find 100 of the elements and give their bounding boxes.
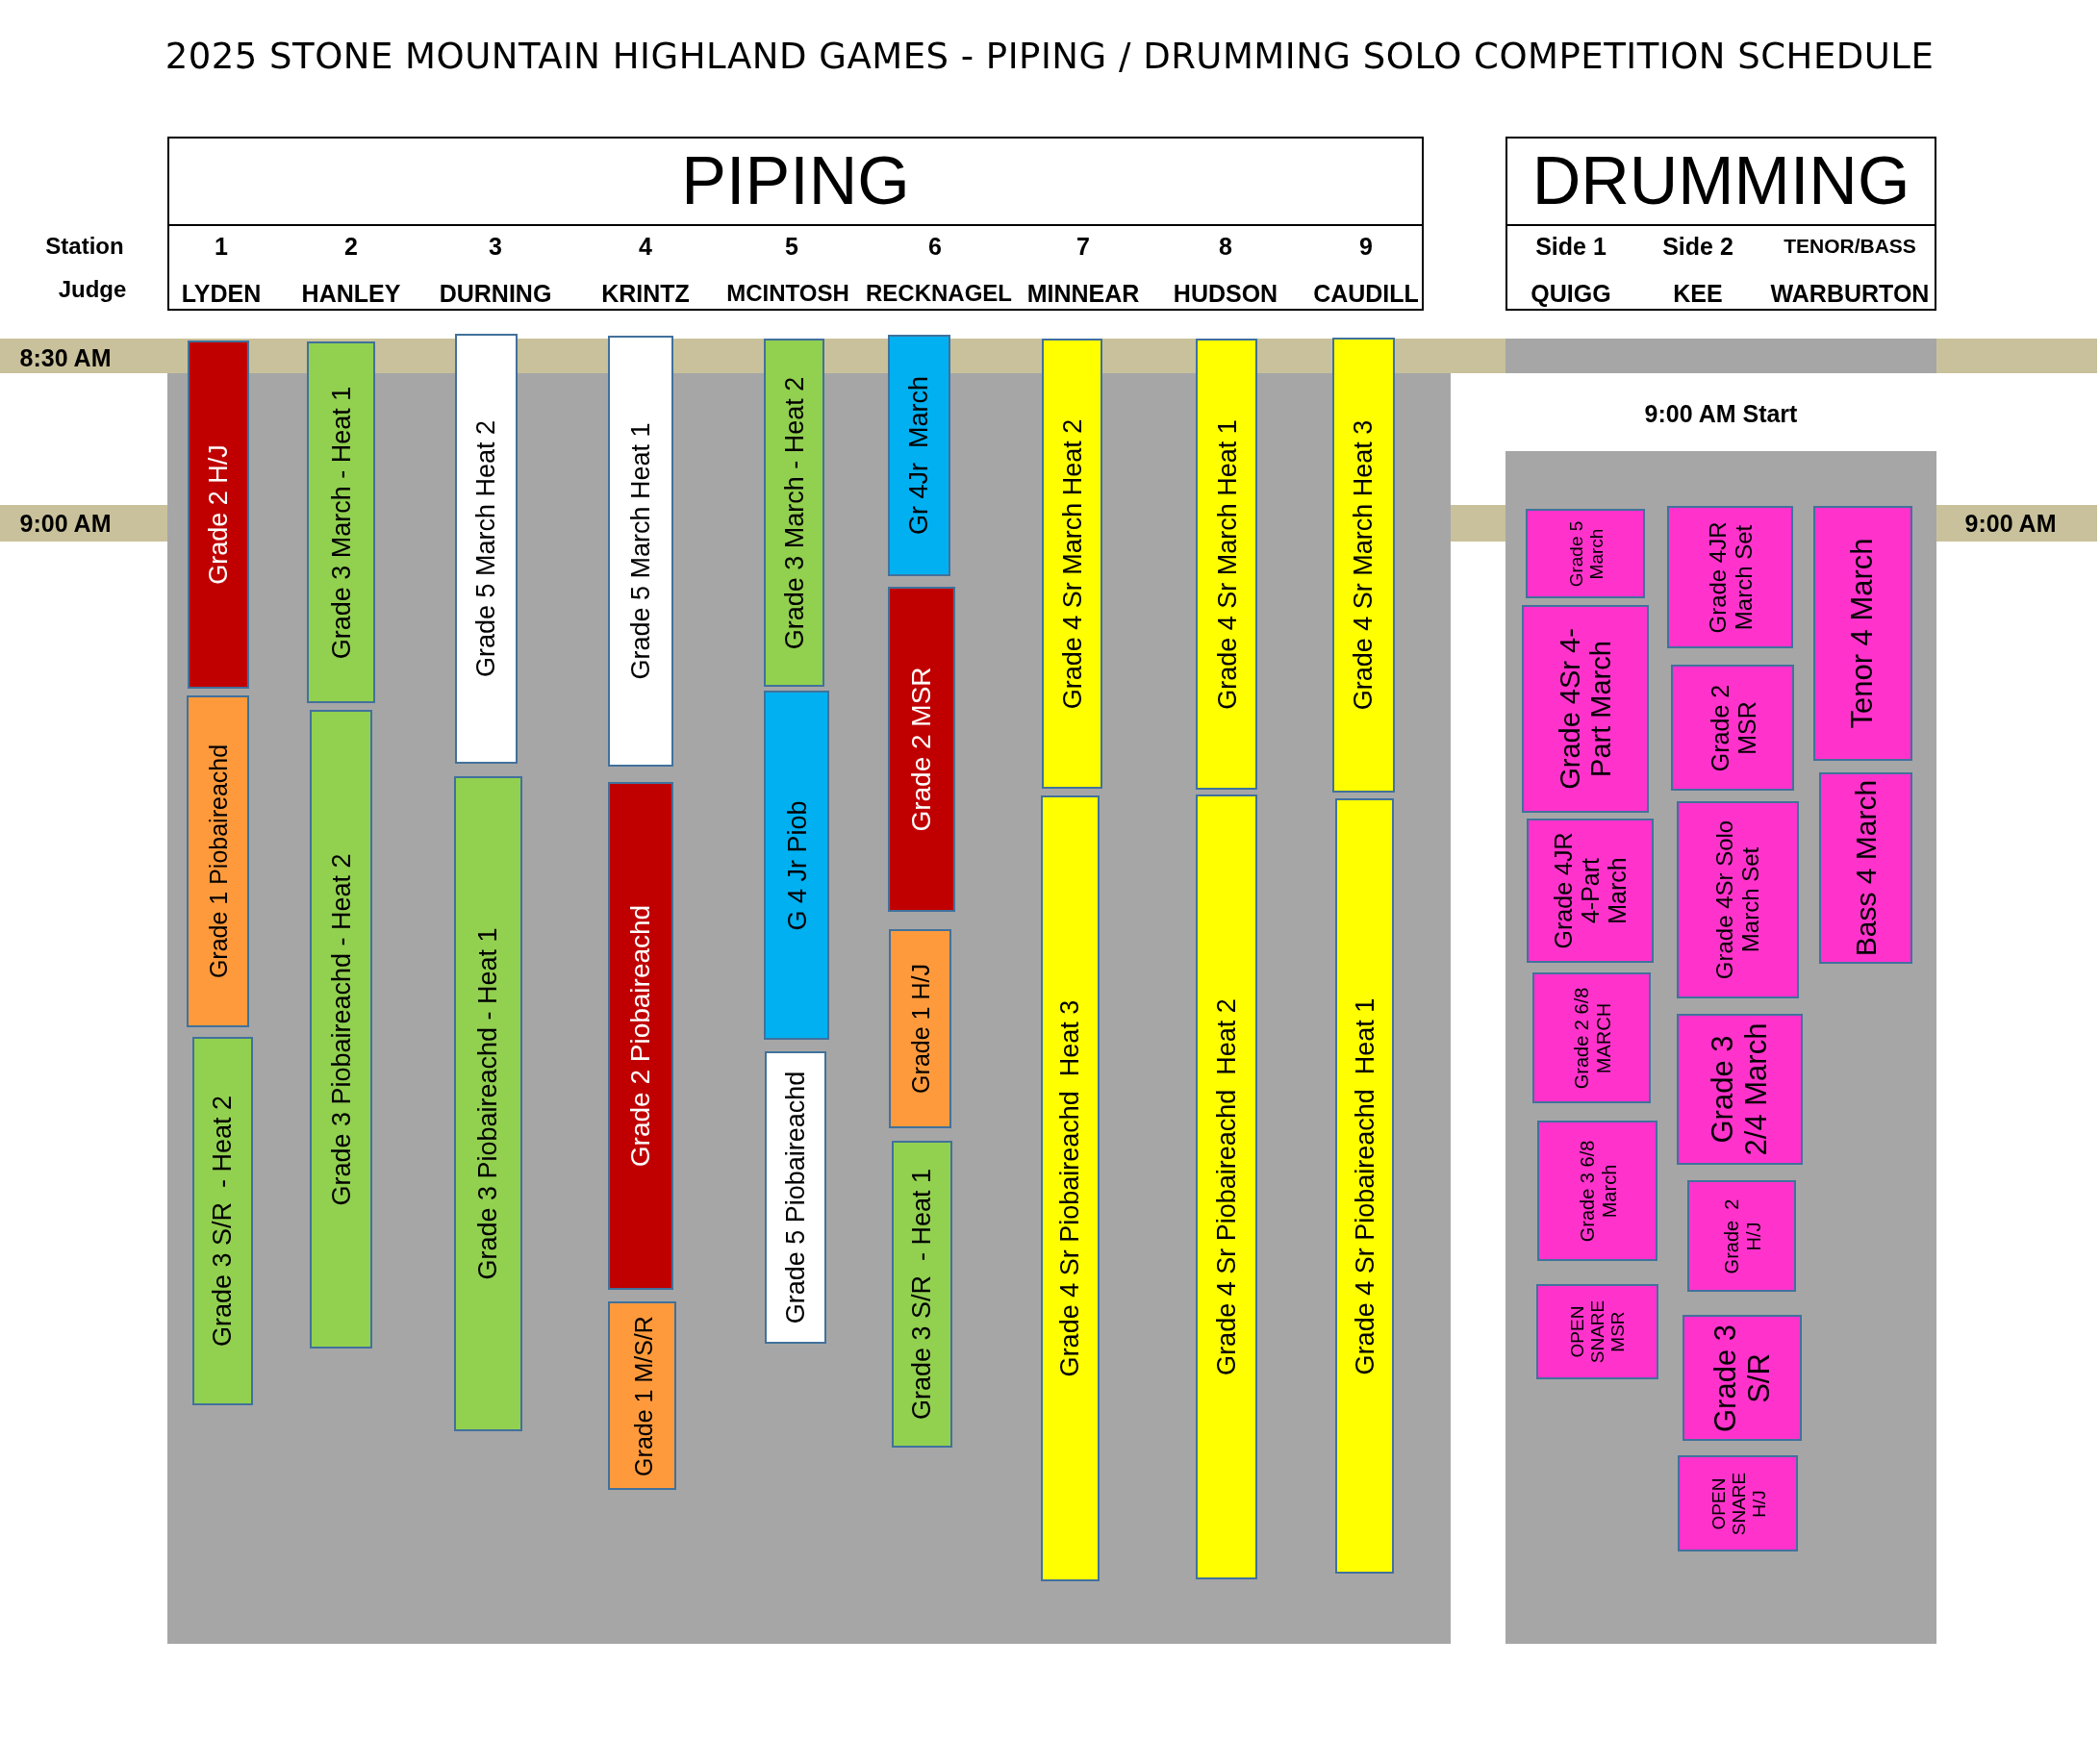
- event-block: [1683, 1315, 1802, 1441]
- event-block: [1332, 338, 1395, 793]
- event-name: Grade 5 March: [1563, 519, 1607, 589]
- event-name: Grade 2 MSR: [1705, 683, 1760, 773]
- row-header: Judge: [58, 276, 127, 303]
- event-block: [310, 710, 372, 1349]
- judge-name: KRINTZ: [601, 279, 690, 308]
- judge-name: WARBURTON: [1770, 279, 1930, 308]
- station-number: 5: [785, 232, 798, 261]
- event-name: Grade 5 Piobaireachd: [779, 1070, 811, 1326]
- event-name: Grade 5 March Heat 2: [470, 418, 502, 680]
- event-name: Grade 4 Sr March Heat 1: [1210, 417, 1242, 712]
- event-block: [1678, 1455, 1798, 1551]
- event-name: Grade 4JR March Set: [1702, 519, 1757, 636]
- event-block: [1813, 506, 1912, 761]
- event-block: [608, 1301, 676, 1490]
- event-block: [1196, 339, 1257, 790]
- time-label: 9:00 AM: [1964, 509, 2057, 538]
- time-label: 9:00 AM: [19, 509, 112, 538]
- station-number: 3: [489, 232, 502, 261]
- station-number: 6: [928, 232, 942, 261]
- event-name: Grade 2 6/8 MARCH: [1569, 986, 1614, 1091]
- event-block: [1335, 798, 1394, 1574]
- event-block: [764, 691, 829, 1040]
- event-name: OPEN SNARE H/J: [1706, 1471, 1770, 1537]
- judge-name: DURNING: [439, 279, 552, 308]
- event-name: Grade 2 H/J: [202, 443, 234, 587]
- event-name: Grade 3 S/R - Heat 2: [207, 1094, 239, 1349]
- station-name: Side 1: [1535, 232, 1607, 261]
- event-name: Grade 3 March - Heat 2: [778, 375, 810, 651]
- judge-name: QUIGG: [1531, 279, 1611, 308]
- event-block: [1041, 795, 1100, 1581]
- event-name: Grade 4JR 4-Part March: [1549, 831, 1632, 951]
- station-number: 1: [215, 232, 228, 261]
- event-block: [1671, 665, 1794, 791]
- event-block: [608, 782, 673, 1290]
- event-block: [765, 1051, 826, 1344]
- time-label: 8:30 AM: [19, 343, 112, 372]
- event-name: Grade 1 M/S/R: [627, 1314, 657, 1478]
- event-name: Grade 3 Piobaireachd - Heat 2: [325, 851, 357, 1208]
- station-number: 4: [639, 232, 652, 261]
- station-number: 8: [1219, 232, 1232, 261]
- event-name: Grade 4 Sr March Heat 3: [1348, 418, 1379, 713]
- event-name: Grade 1 Piobaireachd: [203, 743, 233, 981]
- event-name: Grade 3 2/4 March: [1704, 1021, 1774, 1158]
- judge-name: CAUDILL: [1313, 279, 1419, 308]
- event-block: [764, 339, 824, 687]
- event-name: Grade 4 Sr Piobaireachd Heat 3: [1054, 998, 1086, 1379]
- event-block: [1819, 772, 1912, 964]
- event-name: Grade 5 March Heat 1: [624, 421, 656, 682]
- event-block: [892, 1141, 952, 1448]
- judge-name: RECKNAGEL: [866, 280, 1012, 307]
- page-title: 2025 STONE MOUNTAIN HIGHLAND GAMES - PIPING / DRUMMING SOLO COMPETITION SCHEDULE: [164, 35, 1935, 77]
- judge-name: LYDEN: [181, 279, 262, 308]
- event-name: Bass 4 March: [1848, 778, 1883, 959]
- station-number: 9: [1359, 232, 1373, 261]
- station-number: 2: [344, 232, 358, 261]
- event-block: [608, 336, 673, 767]
- event-name: OPEN SNARE MSR: [1565, 1299, 1630, 1366]
- event-name: Grade 2 H/J: [1719, 1198, 1764, 1275]
- event-block: [1196, 794, 1257, 1579]
- section-title: PIPING: [680, 146, 911, 214]
- event-name: Grade 2 Piobaireachd: [624, 903, 657, 1170]
- event-name: Grade 4 Sr Piobaireachd Heat 1: [1349, 996, 1380, 1376]
- event-block: [454, 776, 522, 1431]
- event-name: Grade 4Sr Solo March Set: [1709, 819, 1764, 982]
- event-name: Grade 4 Sr March Heat 2: [1056, 417, 1088, 711]
- event-name: Grade 3 S/R - Heat 1: [906, 1167, 938, 1423]
- event-name: Tenor 4 March: [1844, 537, 1881, 731]
- event-name: Grade 1 H/J: [905, 963, 935, 1096]
- station-number: 7: [1076, 232, 1090, 261]
- event-name: Grade 2 MSR: [905, 666, 938, 834]
- event-block: [1667, 506, 1793, 648]
- event-block: [888, 335, 950, 576]
- event-block: [192, 1037, 253, 1405]
- event-block: [455, 334, 518, 764]
- event-block: [1536, 1284, 1658, 1379]
- start-note: 9:00 AM Start: [1644, 399, 1798, 428]
- event-name: Grade 3 March - Heat 1: [325, 385, 357, 661]
- event-block: [307, 341, 375, 703]
- event-name: Grade 3 6/8 March: [1575, 1139, 1620, 1244]
- event-block: [1526, 509, 1645, 598]
- judge-name: MCINTOSH: [726, 280, 849, 307]
- event-block: [1532, 972, 1651, 1103]
- event-block: [188, 340, 249, 689]
- event-name: Grade 3 Piobaireachd - Heat 1: [472, 926, 504, 1282]
- event-block: [187, 695, 249, 1027]
- judge-name: HANLEY: [301, 279, 401, 308]
- event-block: [889, 929, 951, 1128]
- event-block: [1677, 801, 1799, 998]
- judge-name: MINNEAR: [1026, 279, 1140, 308]
- event-name: Gr 4Jr March: [903, 375, 935, 537]
- event-name: Grade 4Sr 4-Part March: [1553, 627, 1617, 792]
- event-block: [1527, 819, 1654, 963]
- event-block: [888, 587, 955, 912]
- event-name: Grade 3 S/R: [1707, 1323, 1776, 1434]
- judge-name: HUDSON: [1173, 279, 1278, 308]
- event-block: [1687, 1180, 1796, 1292]
- event-block: [1042, 339, 1102, 789]
- event-block: [1522, 605, 1649, 813]
